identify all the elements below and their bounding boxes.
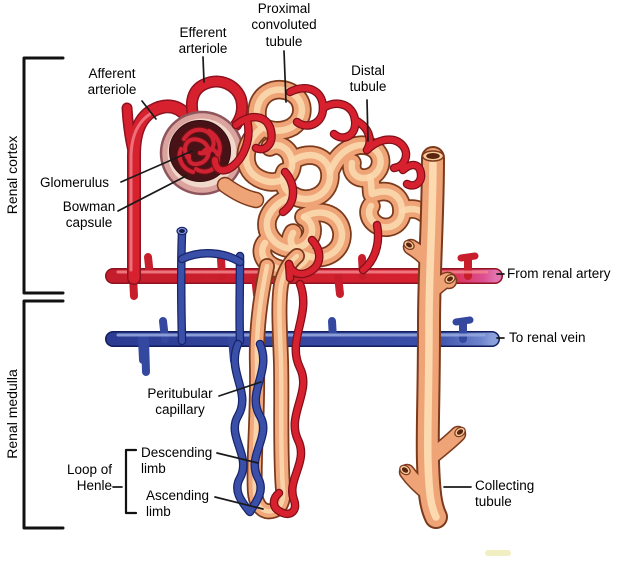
label-loop-of-henle: Loop of Henle <box>66 462 112 494</box>
label-distal-tubule: Distal tubule <box>349 63 387 95</box>
region-brackets <box>22 56 138 530</box>
collecting-tubule-art <box>398 151 467 517</box>
label-proximal-convoluted-tubule: Proximal convoluted tubule <box>251 1 317 49</box>
label-from-renal-artery: From renal artery <box>507 266 611 281</box>
label-collecting-tubule: Collecting tubule <box>475 478 535 510</box>
label-descending-limb: Descending limb <box>141 445 213 477</box>
glomerulus-art <box>176 130 223 175</box>
label-peritubular-capillary: Peritubular capillary <box>147 386 213 418</box>
label-afferent-arteriole: Afferent arteriole <box>87 66 137 98</box>
label-ascending-limb: Ascending limb <box>146 488 210 520</box>
label-bowman-capsule: Bowman capsule <box>62 199 116 231</box>
label-renal-medulla: Renal medulla <box>4 369 20 459</box>
pointer-lines <box>112 50 505 510</box>
cortex-capillaries-red <box>210 84 426 283</box>
label-to-renal-vein: To renal vein <box>509 330 586 345</box>
label-efferent-arteriole: Efferent arteriole <box>178 25 228 57</box>
label-glomerulus: Glomerulus <box>40 175 110 190</box>
peritubular-capillary-art <box>176 226 268 517</box>
efferent-arteriole-vessel <box>185 75 249 132</box>
scan-artifact <box>485 550 511 556</box>
label-renal-cortex: Renal cortex <box>4 135 20 215</box>
medulla-capillary-red <box>269 279 308 519</box>
